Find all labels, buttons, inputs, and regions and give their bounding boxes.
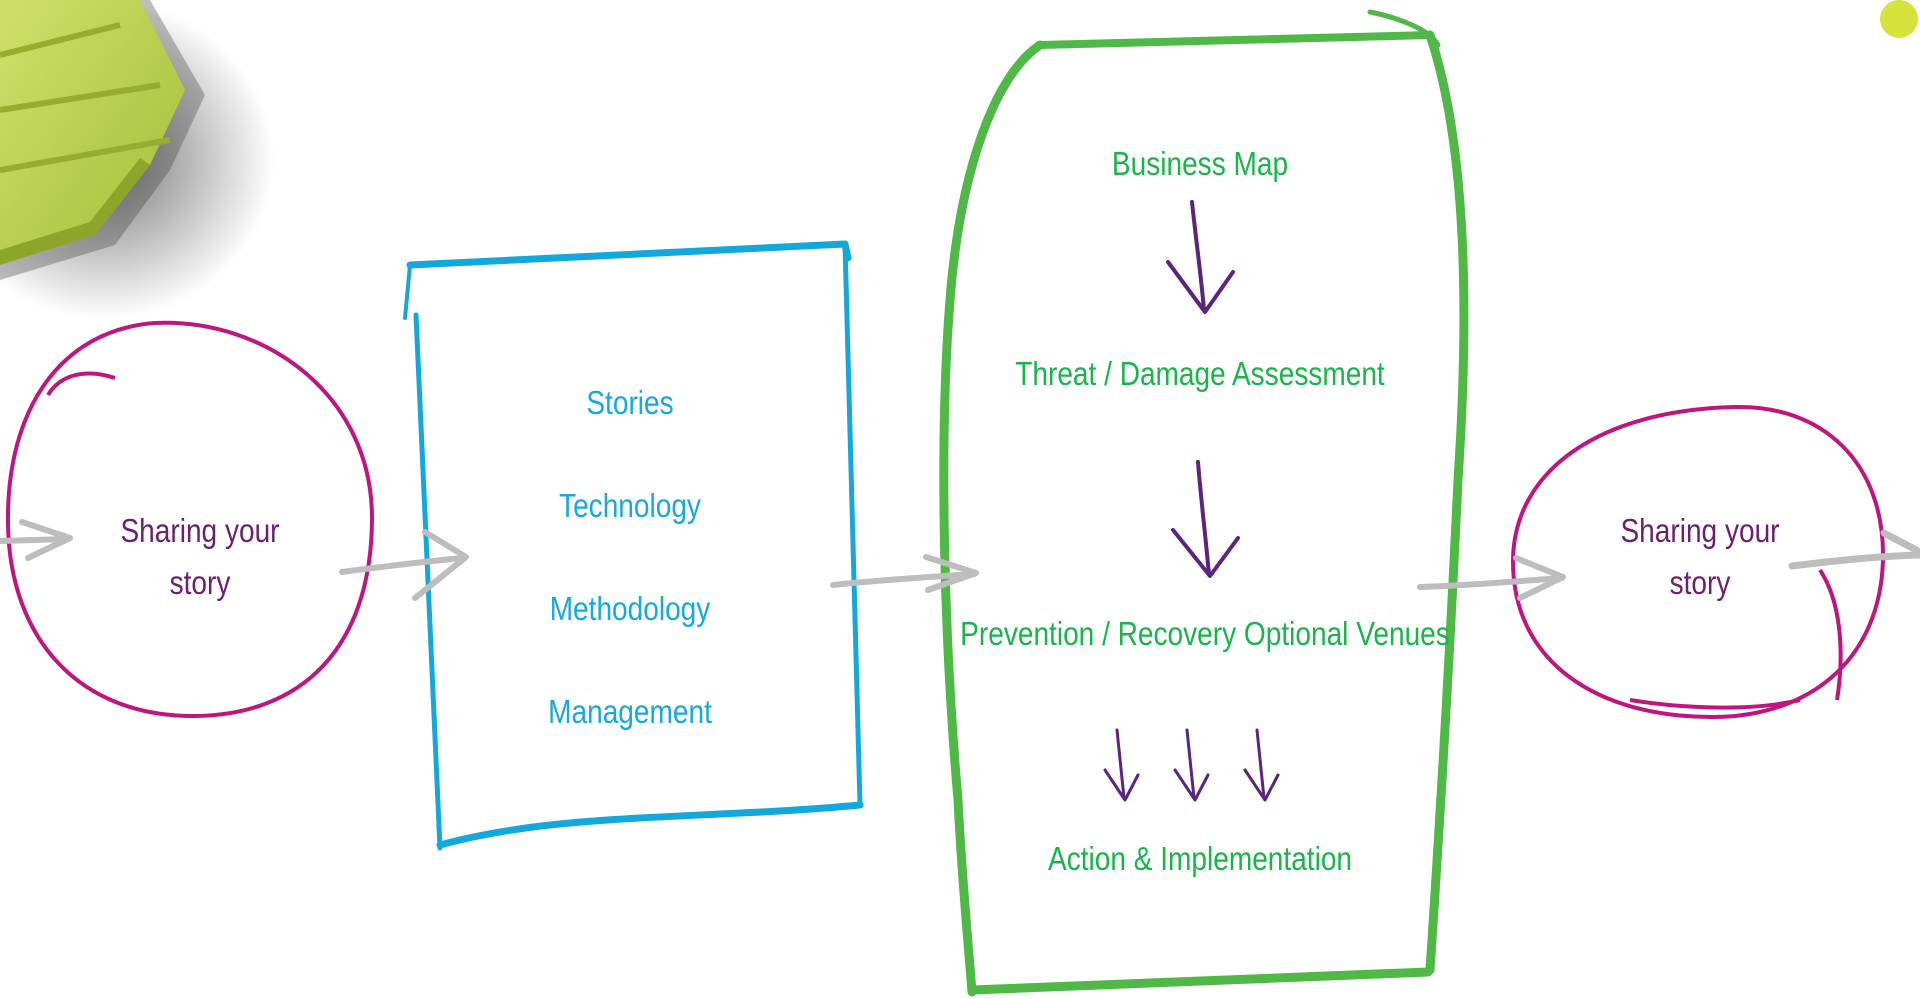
process-step-threat-assessment: Threat / Damage Assessment	[1015, 355, 1385, 392]
process-step-prevention-recovery: Prevention / Recovery Optional Venues	[960, 615, 1450, 652]
box-item-management: Management	[548, 693, 712, 730]
process-frame-outline	[939, 9, 1469, 997]
arrow-left-entry-icon	[0, 519, 73, 561]
box-item-technology: Technology	[559, 487, 701, 524]
box-item-stories: Stories	[586, 384, 674, 421]
down-arrow-1-icon	[1166, 200, 1235, 314]
right-circle-label-line2: story	[1669, 564, 1731, 601]
down-arrow-3a-icon	[1103, 728, 1140, 802]
process-step-action-implementation: Action & Implementation	[1047, 840, 1353, 877]
corner-shape-decoration	[0, 0, 275, 320]
document-box-outline	[403, 240, 864, 851]
left-circle-label-line1: Sharing your	[120, 512, 280, 549]
right-circle-label-line1: Sharing your	[1620, 512, 1780, 549]
arrow-right-exit-icon	[1788, 529, 1920, 570]
down-arrow-3c-icon	[1243, 728, 1280, 802]
down-arrow-2-icon	[1171, 460, 1240, 578]
process-step-business-map: Business Map	[1111, 145, 1289, 182]
arrow-frame-to-circle-icon	[1417, 555, 1566, 601]
arrow-box-to-frame-icon	[830, 554, 979, 593]
right-circle-outline	[1510, 404, 1886, 720]
left-circle-outline	[5, 320, 375, 719]
box-item-methodology: Methodology	[549, 590, 711, 627]
arrow-circle-to-box-icon	[339, 529, 469, 601]
corner-dot	[1880, 0, 1918, 38]
down-arrow-3b-icon	[1173, 728, 1210, 802]
left-circle-label-line2: story	[169, 564, 231, 601]
